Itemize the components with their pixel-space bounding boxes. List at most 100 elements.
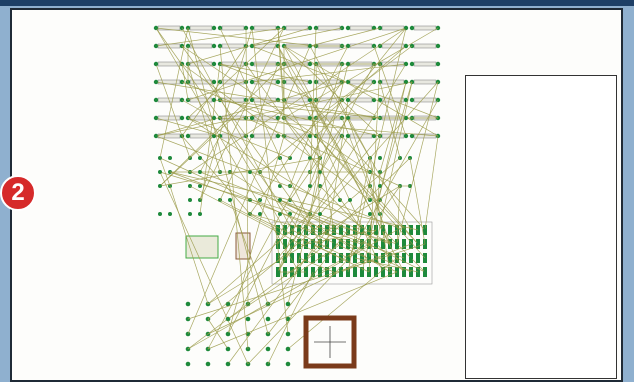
pad — [404, 26, 408, 30]
pad — [360, 270, 364, 274]
resistor-body — [285, 97, 309, 103]
pad — [212, 134, 216, 138]
pad — [212, 116, 216, 120]
trace — [361, 81, 407, 273]
trace — [207, 318, 229, 350]
connector-pin — [297, 239, 301, 249]
pad — [308, 26, 312, 30]
pad — [409, 256, 413, 260]
trace — [219, 117, 286, 231]
pad — [308, 156, 312, 160]
pad — [339, 270, 343, 274]
trace — [207, 99, 343, 350]
pad — [308, 80, 312, 84]
trace — [315, 63, 412, 231]
pad — [304, 256, 308, 260]
trace — [283, 45, 405, 273]
connector-pin — [353, 225, 357, 235]
pad — [297, 270, 301, 274]
pad — [205, 361, 211, 367]
pad — [283, 256, 287, 260]
pad — [353, 242, 357, 246]
trace — [277, 135, 381, 259]
trace — [319, 243, 370, 273]
resistor-body — [413, 79, 437, 85]
pad — [381, 228, 385, 232]
trace — [277, 157, 321, 273]
trace — [181, 45, 371, 173]
trace — [181, 63, 189, 101]
board-outline-rectangle[interactable] — [465, 75, 617, 379]
pad — [158, 156, 162, 160]
trace — [277, 63, 407, 273]
pad — [226, 302, 230, 306]
pad — [308, 134, 312, 138]
trace — [251, 27, 289, 335]
connector-pin — [381, 253, 385, 263]
pad — [198, 156, 202, 160]
trace — [354, 27, 407, 245]
pad — [250, 80, 254, 84]
pad — [250, 134, 254, 138]
pad — [245, 316, 251, 322]
pcb-layout-drawing[interactable] — [10, 8, 623, 382]
pad — [308, 116, 312, 120]
pad — [325, 256, 329, 260]
pad — [308, 44, 312, 48]
pad — [154, 26, 158, 30]
trace — [309, 27, 381, 47]
resistor-body — [221, 43, 245, 49]
trace — [181, 135, 251, 215]
resistor-body — [189, 25, 213, 31]
pad — [243, 97, 249, 103]
pad — [423, 228, 427, 232]
trace — [187, 27, 285, 119]
pad — [248, 170, 252, 174]
pad — [332, 242, 336, 246]
trace — [267, 271, 314, 365]
trace — [251, 63, 279, 137]
pad — [311, 242, 315, 246]
pad — [154, 116, 158, 120]
trace — [409, 157, 426, 245]
window-top-strip — [0, 0, 634, 6]
pad — [265, 316, 271, 322]
resistor-body — [413, 61, 437, 67]
trace — [219, 199, 279, 231]
pad — [378, 184, 382, 188]
trace — [249, 213, 363, 245]
trace — [315, 45, 413, 119]
trace — [309, 157, 321, 215]
pad — [346, 80, 350, 84]
trace — [187, 45, 311, 335]
trace — [277, 135, 343, 245]
trace — [187, 27, 407, 101]
pad — [158, 170, 162, 174]
pad — [367, 256, 371, 260]
pad — [346, 98, 350, 102]
trace — [249, 81, 343, 215]
trace — [245, 63, 363, 231]
trace — [169, 171, 405, 259]
trace — [155, 27, 317, 47]
pad — [188, 212, 192, 216]
trace — [155, 135, 405, 231]
connector-pin — [290, 253, 294, 263]
pad — [360, 228, 364, 232]
trace — [373, 45, 407, 137]
trace — [315, 135, 426, 259]
pad — [409, 25, 415, 31]
trace — [379, 81, 407, 173]
pad — [409, 133, 415, 139]
trace — [155, 81, 381, 119]
trace — [347, 157, 371, 273]
pad — [198, 212, 202, 216]
trace — [347, 99, 439, 259]
pad — [313, 79, 319, 85]
pad — [435, 61, 441, 67]
resistor-body — [349, 43, 373, 49]
pad — [404, 116, 408, 120]
pad — [185, 301, 191, 307]
trace — [199, 135, 221, 173]
trace — [379, 81, 401, 159]
